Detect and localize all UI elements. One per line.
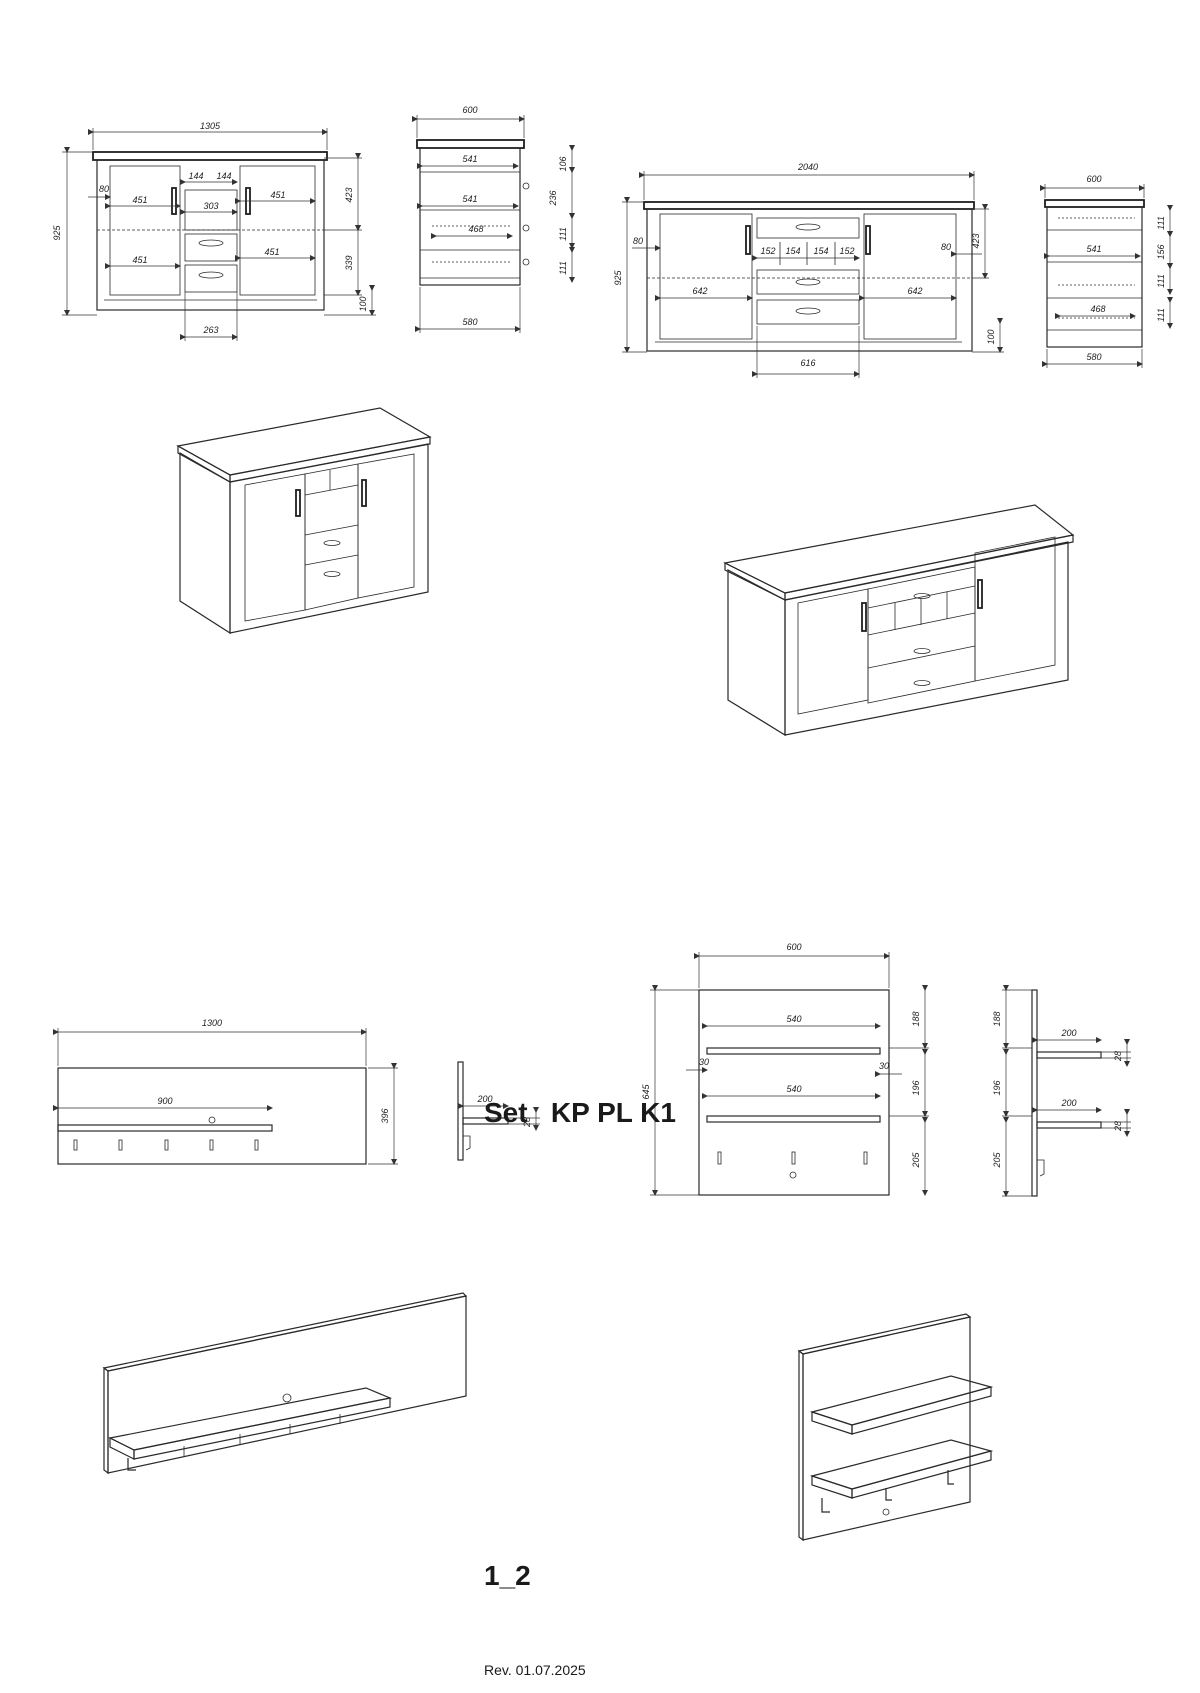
tall-panel-side-view bbox=[1031, 989, 1102, 1197]
dim-label: 100 bbox=[358, 296, 368, 311]
tall-panel-isometric bbox=[797, 1313, 994, 1542]
dim-label: 541 bbox=[462, 194, 477, 204]
dim-label: 111 bbox=[1156, 308, 1166, 322]
dim-label: 642 bbox=[692, 286, 707, 296]
dim-label: 580 bbox=[462, 317, 477, 327]
dim-label: 451 bbox=[132, 255, 147, 265]
large-sideboard-front-dimensions: 2040 80 152 154 154 152 80 642 642 616 9… bbox=[613, 162, 1004, 378]
dim-label: 200 bbox=[1060, 1098, 1076, 1108]
dim-label: 28 bbox=[522, 1117, 532, 1128]
tall-panel-side-dimensions: 188 196 205 200 200 28 28 bbox=[992, 985, 1131, 1197]
dim-label: 423 bbox=[971, 233, 981, 248]
dim-label: 144 bbox=[216, 171, 231, 181]
dim-label: 188 bbox=[992, 1011, 1002, 1026]
dim-label: 580 bbox=[1086, 352, 1101, 362]
dim-label: 80 bbox=[99, 184, 109, 194]
dim-label: 468 bbox=[468, 224, 483, 234]
dim-label: 80 bbox=[633, 236, 643, 246]
wide-panel-side-dimensions: 200 28 bbox=[458, 1094, 540, 1131]
wide-panel-isometric bbox=[102, 1292, 468, 1475]
large-sideboard-side-dimensions: 600 541 468 580 111 156 111 111 bbox=[1040, 174, 1173, 368]
tall-panel-front-dimensions: 600 540 30 30 540 645 188 196 205 bbox=[641, 942, 929, 1196]
wide-panel-front-view bbox=[57, 1067, 367, 1165]
tall-panel-front-view bbox=[698, 989, 890, 1196]
set-title: Set KP PL K1 bbox=[484, 1097, 676, 1128]
dim-label: 152 bbox=[760, 246, 775, 256]
dim-label: 154 bbox=[785, 246, 800, 256]
dim-label: 263 bbox=[202, 325, 218, 335]
dim-label: 236 bbox=[548, 190, 558, 206]
dim-label: 144 bbox=[188, 171, 203, 181]
dim-label: 28 bbox=[1113, 1051, 1123, 1062]
dim-label: 451 bbox=[264, 247, 279, 257]
dim-label: 423 bbox=[344, 187, 354, 202]
small-sideboard-side-view bbox=[416, 139, 530, 286]
dim-label: 2040 bbox=[797, 162, 818, 172]
dim-label: 451 bbox=[132, 195, 147, 205]
dim-label: 188 bbox=[911, 1011, 921, 1026]
dim-label: 30 bbox=[699, 1057, 709, 1067]
dim-label: 30 bbox=[879, 1061, 889, 1071]
dim-label: 28 bbox=[1113, 1121, 1123, 1132]
dim-label: 600 bbox=[462, 105, 477, 115]
dim-label: 600 bbox=[786, 942, 801, 952]
dim-label: 600 bbox=[1086, 174, 1101, 184]
dim-label: 541 bbox=[462, 154, 477, 164]
dim-label: 645 bbox=[641, 1084, 651, 1100]
dim-label: 925 bbox=[613, 270, 623, 286]
dim-label: 205 bbox=[992, 1152, 1002, 1169]
set-number: 1_2 bbox=[484, 1560, 531, 1591]
dim-label: 154 bbox=[813, 246, 828, 256]
dim-label: 111 bbox=[1156, 274, 1166, 288]
dim-label: 200 bbox=[1060, 1028, 1076, 1038]
dim-label: 1305 bbox=[200, 121, 221, 131]
dim-label: 80 bbox=[941, 242, 951, 252]
dim-label: 540 bbox=[786, 1084, 801, 1094]
dim-label: 540 bbox=[786, 1014, 801, 1024]
large-sideboard-front-view bbox=[643, 201, 975, 352]
dim-label: 541 bbox=[1086, 244, 1101, 254]
dim-label: 196 bbox=[911, 1080, 921, 1095]
dim-label: 100 bbox=[986, 329, 996, 344]
dim-label: 200 bbox=[476, 1094, 492, 1104]
dim-label: 642 bbox=[907, 286, 922, 296]
dim-label: 1300 bbox=[202, 1018, 222, 1028]
dim-label: 396 bbox=[380, 1108, 390, 1123]
dim-label: 196 bbox=[992, 1080, 1002, 1095]
small-sideboard-front-view bbox=[92, 151, 328, 311]
dim-label: 152 bbox=[839, 246, 854, 256]
revision-date: Rev. 01.07.2025 bbox=[484, 1662, 586, 1678]
dim-label: 156 bbox=[1156, 244, 1166, 259]
dim-label: 339 bbox=[344, 255, 354, 270]
dim-label: 303 bbox=[203, 201, 218, 211]
small-sideboard-isometric bbox=[176, 407, 432, 635]
large-sideboard-side-view bbox=[1044, 199, 1145, 348]
dim-label: 616 bbox=[800, 358, 815, 368]
dim-label: 205 bbox=[911, 1152, 921, 1169]
dim-label: 111 bbox=[558, 227, 568, 241]
dim-label: 111 bbox=[558, 261, 568, 275]
small-sideboard-front-dimensions: 1305 80 144 144 451 303 451 451 451 263 … bbox=[52, 121, 376, 341]
dim-label: 900 bbox=[157, 1096, 172, 1106]
dim-label: 106 bbox=[558, 156, 568, 171]
large-sideboard-isometric bbox=[723, 504, 1075, 737]
dim-label: 468 bbox=[1090, 304, 1105, 314]
small-sideboard-side-dimensions: 600 541 541 468 580 106 236 111 111 bbox=[412, 105, 575, 333]
dim-label: 451 bbox=[270, 190, 285, 200]
wide-panel-side-view bbox=[457, 1061, 509, 1161]
dim-label: 925 bbox=[52, 225, 62, 241]
wide-panel-front-dimensions: 1300 900 396 bbox=[53, 1018, 398, 1165]
dim-label: 111 bbox=[1156, 216, 1166, 230]
